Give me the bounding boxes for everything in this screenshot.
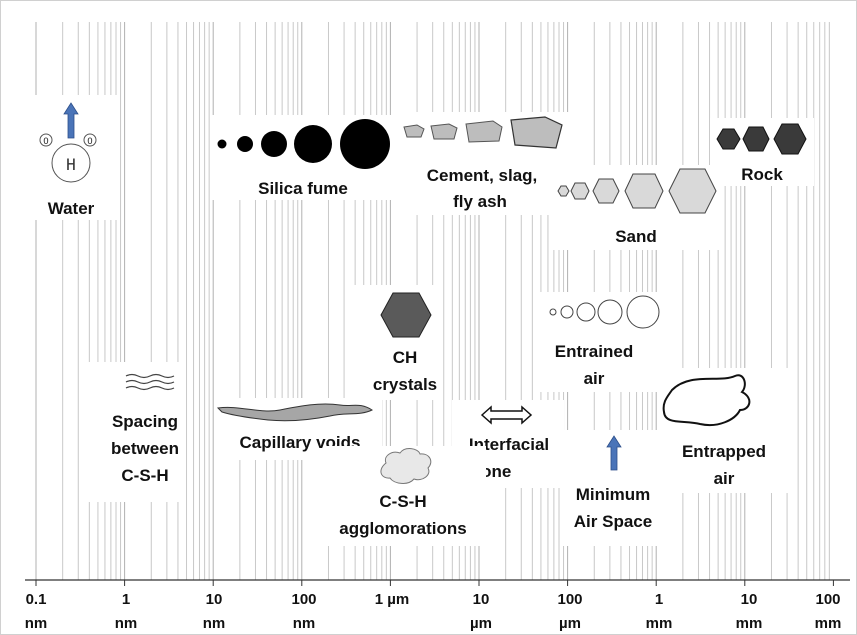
csh-agglom-label-line1: C-S-H — [379, 492, 426, 511]
sand-item: Sand — [553, 165, 719, 250]
tick-label-top: 100 — [815, 591, 840, 608]
sand-label: Sand — [615, 227, 657, 246]
tick-label-top: 1 — [122, 591, 130, 608]
ch-label-line1: CH — [393, 348, 418, 367]
rock-item: Rock — [710, 118, 814, 186]
min-air-label-line1: Minimum — [576, 485, 651, 504]
entrapped-air-label-line2: air — [714, 469, 735, 488]
silica-particle-icon — [294, 125, 332, 163]
sand-particle-icon — [592, 178, 620, 204]
tick-label-unit: mm — [736, 615, 763, 632]
tick-label-unit: µm — [559, 615, 581, 632]
csh-cluster-icon — [380, 448, 432, 484]
csh-agglom-label-line2: agglomorations — [339, 519, 467, 538]
entrained-air-label-line2: air — [584, 369, 605, 388]
sand-particle-icon — [557, 185, 570, 197]
water-atom-o: O — [43, 137, 48, 147]
csh-layer-icon — [125, 385, 175, 391]
water-atom-h: H — [66, 155, 76, 174]
sand-particle-icon — [668, 168, 717, 214]
x-axis-ticks — [35, 580, 834, 586]
min-air-label-line2: Air Space — [574, 512, 652, 531]
ch-label-line2: crystals — [373, 375, 437, 394]
tick-label-unit: µm — [470, 615, 492, 632]
csh-agglomeration-item: C-S-H agglomorations — [326, 446, 486, 546]
tick-label-unit: mm — [815, 615, 842, 632]
silica-fume-item: Silica fume — [212, 115, 394, 200]
tick-label-top: 10 — [473, 591, 490, 608]
entrained-air-label-line1: Entrained — [555, 342, 633, 361]
up-arrow-icon — [606, 435, 622, 471]
rock-particle-icon — [716, 128, 741, 150]
silica-particle-icon — [237, 136, 253, 152]
air-bubble-icon — [560, 305, 574, 319]
tick-label-top: 10 — [741, 591, 758, 608]
silica-particle-icon — [261, 131, 287, 157]
interfacial-zone-label-line1: Interfacial — [469, 435, 549, 454]
csh-spacing-item: Spacing between C-S-H — [88, 362, 184, 502]
oxygen-atom-icon — [39, 133, 53, 147]
x-axis-labels: 0.1 nm 1 nm 10 nm 100 nm 1 µm 10 µm 100 … — [25, 591, 842, 632]
interfacial-zone-item: Interfacial zone — [452, 400, 564, 488]
entrapped-air-void-icon — [662, 374, 751, 426]
tick-label-unit: nm — [203, 615, 226, 632]
double-arrow-icon — [480, 405, 533, 425]
entrapped-air-label-line1: Entrapped — [682, 442, 766, 461]
air-bubble-icon — [549, 308, 557, 316]
air-bubble-icon — [626, 295, 660, 329]
cement-particle-icon — [510, 116, 563, 149]
tick-label-top: 100 — [291, 591, 316, 608]
entrained-air-item: Entrained air — [535, 292, 663, 392]
csh-layer-icon — [125, 379, 175, 385]
tick-label-unit: nm — [25, 615, 48, 632]
rock-particle-icon — [773, 123, 807, 155]
min-air-space-item: Minimum Air Space — [560, 430, 666, 546]
cement-label-line2: fly ash — [453, 192, 507, 211]
csh-spacing-label-line2: between — [111, 439, 179, 458]
tick-label-unit: mm — [646, 615, 673, 632]
csh-layer-icon — [125, 373, 175, 379]
ch-crystals-item: CH crystals — [352, 285, 442, 400]
capillary-voids-item: Capillary voids — [216, 398, 382, 460]
air-bubble-icon — [597, 299, 623, 325]
silica-fume-label: Silica fume — [258, 179, 348, 198]
cement-label-line1: Cement, slag, — [427, 166, 538, 185]
tick-label-top: 10 — [206, 591, 223, 608]
tick-label-top: 0.1 — [26, 591, 47, 608]
capillary-void-icon — [216, 403, 373, 422]
tick-label-top: 1 µm — [375, 591, 410, 608]
water-atom-o: O — [87, 137, 92, 147]
cement-particle-icon — [430, 123, 458, 140]
cement-item: Cement, slag, fly ash — [398, 112, 570, 215]
csh-spacing-label-line3: C-S-H — [121, 466, 168, 485]
silica-particle-icon — [217, 139, 227, 149]
tick-label-unit: nm — [293, 615, 316, 632]
silica-particle-icon — [340, 119, 390, 169]
rock-label: Rock — [741, 165, 783, 184]
tick-label-top: 1 — [655, 591, 663, 608]
rock-particle-icon — [742, 126, 770, 152]
cement-particle-icon — [465, 120, 503, 143]
entrapped-air-item: Entrapped air — [660, 368, 788, 493]
ch-crystal-icon — [380, 292, 432, 338]
water-item: H O O Water — [26, 95, 118, 220]
tick-label-top: 100 — [557, 591, 582, 608]
cement-particle-icon — [403, 124, 425, 138]
hydrogen-atom-icon — [51, 143, 91, 183]
oxygen-atom-icon — [83, 133, 97, 147]
air-bubble-icon — [576, 302, 596, 322]
csh-spacing-label-line1: Spacing — [112, 412, 178, 431]
sand-particle-icon — [624, 173, 664, 209]
sand-particle-icon — [570, 182, 590, 200]
water-label: Water — [48, 199, 95, 218]
up-arrow-icon — [63, 102, 79, 139]
tick-label-unit: nm — [115, 615, 138, 632]
